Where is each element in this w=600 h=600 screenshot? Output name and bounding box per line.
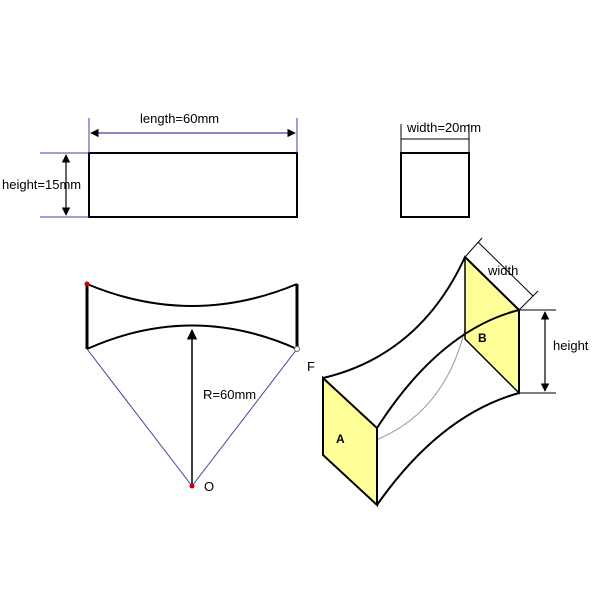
center-point-label: O xyxy=(204,479,214,494)
end-view-rect xyxy=(400,152,470,218)
radius-line-right xyxy=(191,348,298,487)
length-label: length=60mm xyxy=(140,111,219,126)
face-a xyxy=(322,375,378,508)
side-view: length=60mm height=15mm xyxy=(2,111,298,218)
top-front-curve xyxy=(376,309,520,429)
face-b-label: B xyxy=(478,331,487,345)
face-a-label: A xyxy=(336,432,345,446)
face-b-edge-top xyxy=(464,256,520,311)
profile-top-arc xyxy=(86,283,298,307)
side-view-rect xyxy=(88,152,298,218)
width3d-dimension-line xyxy=(477,241,534,297)
concave-profile: R=60mm O F xyxy=(84,281,315,494)
width-label: width=20mm xyxy=(406,120,481,135)
bottom-front-curve xyxy=(376,392,520,506)
radius-label: R=60mm xyxy=(203,387,256,402)
height3d-label: height xyxy=(553,338,589,353)
corner-point xyxy=(84,281,90,287)
top-back-curve xyxy=(322,256,466,379)
block-3d: width height A B xyxy=(322,237,589,508)
focus-point-marker xyxy=(294,346,300,352)
height-label: height=15mm xyxy=(2,177,81,192)
width3d-ext-left xyxy=(464,237,483,258)
width3d-label: width xyxy=(487,263,518,278)
width3d-ext-right xyxy=(518,290,539,311)
profile-bottom-arc xyxy=(86,324,298,350)
focus-point-label: F xyxy=(307,359,315,374)
center-point-marker xyxy=(189,483,195,489)
end-view: width=20mm xyxy=(400,120,481,218)
radius-line-left xyxy=(86,348,193,487)
